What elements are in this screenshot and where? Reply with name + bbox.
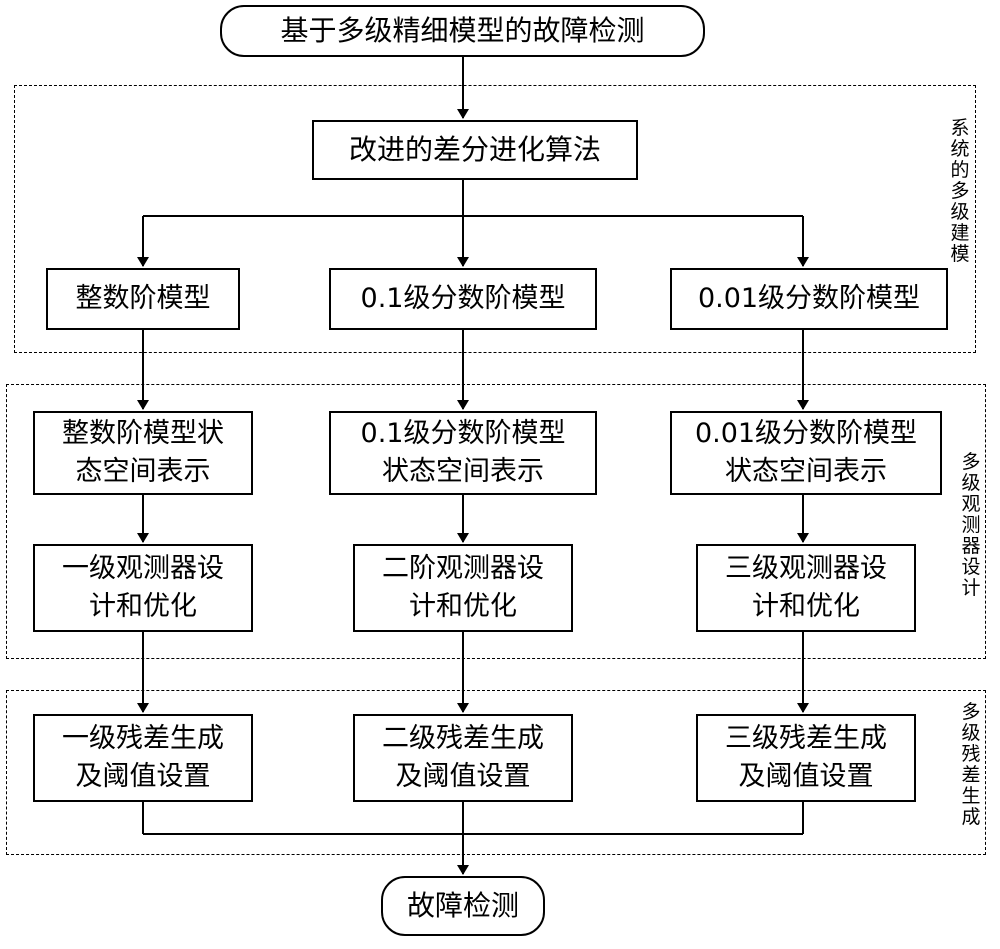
node-first-level-observer: 一级观测器设 计和优化 bbox=[33, 544, 253, 632]
state-space-1-line-2: 态空间表示 bbox=[75, 456, 211, 487]
state-space-2-line-2: 状态空间表示 bbox=[382, 456, 544, 487]
group-multilevel-residual-generation bbox=[6, 690, 986, 855]
node-second-level-residual: 二级残差生成 及阈值设置 bbox=[353, 714, 573, 802]
node-third-level-residual: 三级残差生成 及阈值设置 bbox=[696, 714, 916, 802]
node-third-level-observer: 三级观测器设 计和优化 bbox=[696, 544, 916, 632]
node-improved-de-algorithm: 改进的差分进化算法 bbox=[312, 120, 638, 180]
observer-3-line-2: 计和优化 bbox=[752, 591, 860, 622]
observer-2-line-2: 计和优化 bbox=[409, 591, 517, 622]
state-space-2-line-1: 0.1级分数阶模型 bbox=[360, 418, 566, 449]
group-multilevel-modeling bbox=[14, 85, 976, 353]
residual-3-line-1: 三级残差生成 bbox=[725, 723, 887, 754]
node-first-level-residual: 一级残差生成 及阈值设置 bbox=[33, 714, 253, 802]
observer-1-line-2: 计和优化 bbox=[89, 591, 197, 622]
observer-3-line-1: 三级观测器设 bbox=[725, 553, 887, 584]
group-label-observer: 多级观测器设计 bbox=[961, 451, 981, 599]
residual-2-line-1: 二级残差生成 bbox=[382, 723, 544, 754]
group-label-residual: 多级残差生成 bbox=[961, 701, 981, 828]
node-0.01-fractional-model: 0.01级分数阶模型 bbox=[670, 268, 948, 330]
node-integer-order-model: 整数阶模型 bbox=[46, 268, 240, 330]
observer-2-line-1: 二阶观测器设 bbox=[382, 553, 544, 584]
residual-3-line-2: 及阈值设置 bbox=[738, 761, 874, 792]
node-integer-state-space: 整数阶模型状 态空间表示 bbox=[33, 411, 253, 495]
node-fault-detection-title: 基于多级精细模型的故障检测 bbox=[220, 5, 705, 57]
residual-1-line-2: 及阈值设置 bbox=[75, 761, 211, 792]
state-space-1-line-1: 整数阶模型状 bbox=[62, 418, 224, 449]
residual-2-line-2: 及阈值设置 bbox=[395, 761, 531, 792]
node-0.01-state-space: 0.01级分数阶模型 状态空间表示 bbox=[670, 411, 942, 495]
node-0.1-fractional-model: 0.1级分数阶模型 bbox=[329, 268, 597, 330]
node-0.1-state-space: 0.1级分数阶模型 状态空间表示 bbox=[329, 411, 597, 495]
node-second-order-observer: 二阶观测器设 计和优化 bbox=[353, 544, 573, 632]
residual-1-line-1: 一级残差生成 bbox=[62, 723, 224, 754]
node-fault-detection: 故障检测 bbox=[381, 876, 545, 936]
state-space-3-line-1: 0.01级分数阶模型 bbox=[694, 418, 918, 449]
group-label-modeling: 系统的多级建模 bbox=[950, 117, 970, 265]
state-space-3-line-2: 状态空间表示 bbox=[725, 456, 887, 487]
group-multilevel-observer-design bbox=[6, 384, 986, 659]
observer-1-line-1: 一级观测器设 bbox=[62, 553, 224, 584]
